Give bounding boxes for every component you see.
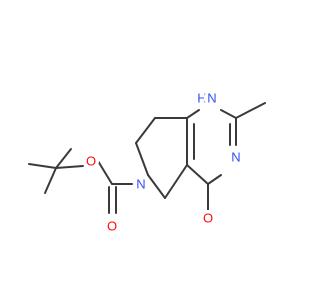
bond-c2-methyl [235,102,266,119]
svg-text:N: N [136,177,145,192]
svg-text:O: O [86,154,96,169]
bond-n3-c4 [207,174,222,185]
atom-o4: O [200,210,216,226]
svg-text:N: N [207,91,216,106]
atom-n6: N [133,176,149,192]
bond-tbu-c-oester [55,165,84,169]
bond-n6-c5 [147,174,166,199]
bond-c5-c4a [164,164,188,199]
bond-c7-c8 [135,117,156,144]
bond-tbu-c2 [28,163,57,169]
bond-c8a-n1 [186,109,200,119]
bond-c4-c4a [186,164,209,185]
bond-tbu-c3 [55,148,72,169]
svg-text:N: N [231,150,240,165]
svg-text:O: O [203,211,213,226]
atom-o-ester: O [83,153,99,169]
bond-n1-c2 [220,109,237,119]
bond-n6-c7 [135,142,149,176]
atom-o-carbonyl: O [104,218,120,234]
svg-text:H: H [197,91,206,106]
atom-n1: N [204,90,220,106]
bond-tbu-c1 [44,167,57,194]
atom-n3: N [228,149,244,165]
bond-oester-ccarbonyl [97,160,113,185]
molecule-structure: O O N H N N O [28,90,266,234]
svg-text:O: O [107,219,117,234]
